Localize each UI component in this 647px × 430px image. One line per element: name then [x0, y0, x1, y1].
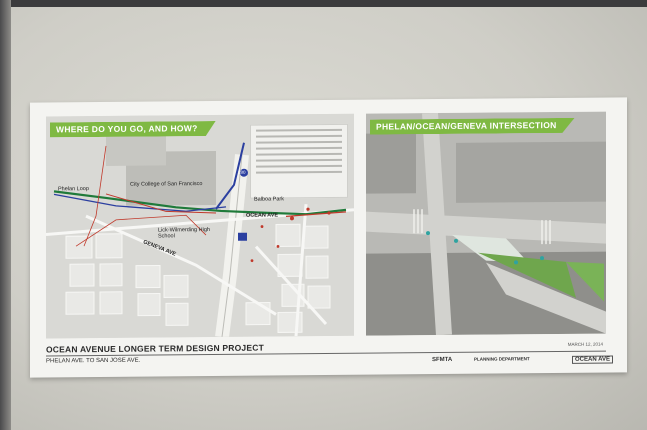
ceiling-edge — [0, 0, 647, 7]
ocean-ave-logo: OCEAN AVE — [572, 355, 614, 364]
label-phelan-loop: Phelan Loop — [58, 186, 89, 193]
door-frame — [0, 0, 11, 430]
poster-subtitle: PHELAN AVE. TO SAN JOSE AVE. — [46, 357, 141, 365]
area-map-panel: City College of San Francisco Balboa Par… — [46, 113, 354, 339]
left-banner: WHERE DO YOU GO, AND HOW? — [50, 121, 216, 137]
poster-date: MARCH 12, 2014 — [567, 341, 603, 347]
project-poster: City College of San Francisco Balboa Par… — [30, 97, 627, 378]
label-lick-wilmerding: Lick-Wilmerding High School — [158, 227, 210, 240]
label-balboa-park: Balboa Park — [254, 196, 284, 203]
label-ocean-ave: OCEAN AVE — [246, 212, 279, 219]
intersection-panel: PHELAN/OCEAN/GENEVA INTERSECTION — [366, 111, 606, 336]
poster-title: OCEAN AVENUE LONGER TERM DESIGN PROJECT — [46, 342, 264, 355]
legend-notes — [250, 123, 348, 199]
right-banner: PHELAN/OCEAN/GENEVA INTERSECTION — [370, 118, 575, 135]
label-interstate: 280 — [238, 169, 246, 175]
intersection-aerial — [366, 111, 606, 336]
label-city-college: City College of San Francisco — [130, 181, 203, 188]
planning-logo: PLANNING DEPARTMENT — [474, 356, 530, 362]
sfmta-logo: SFMTA — [432, 356, 453, 364]
